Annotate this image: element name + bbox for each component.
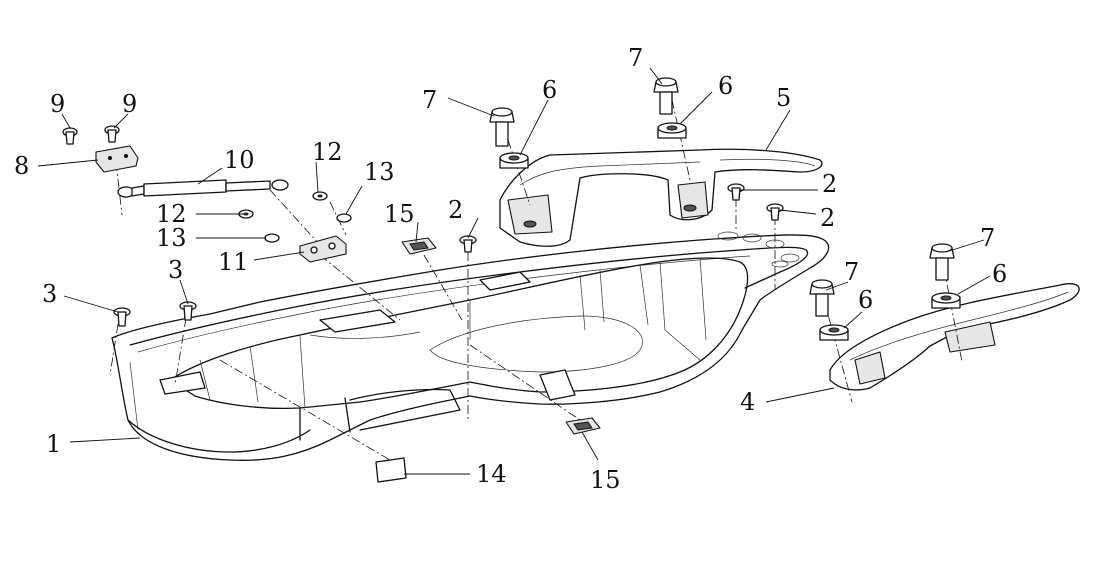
- callout-11: 11: [218, 248, 249, 276]
- screw-part-2: [459, 235, 477, 253]
- collar-part-6: [931, 292, 961, 309]
- nut-part-13: [264, 233, 280, 243]
- screw-part-3: [113, 307, 131, 327]
- callout-7: 7: [422, 86, 437, 114]
- grab-handle-part-5: [499, 148, 823, 247]
- callout-7: 7: [844, 258, 859, 286]
- screw-part-2: [727, 183, 745, 201]
- callout-5: 5: [776, 84, 791, 112]
- callout-13: 13: [156, 224, 187, 252]
- callout-14: 14: [476, 460, 507, 488]
- pad-part-14: [375, 457, 407, 483]
- screw-part-9: [104, 125, 120, 143]
- callout-15: 15: [590, 466, 621, 494]
- callout-6: 6: [542, 76, 557, 104]
- callout-13: 13: [364, 158, 395, 186]
- bolt-part-7: [489, 107, 515, 147]
- callout-6: 6: [992, 260, 1007, 288]
- bracket-plate-part-11: [299, 235, 347, 263]
- leader-lines: [37, 67, 991, 475]
- clip-part-15: [401, 237, 437, 255]
- callout-3: 3: [168, 256, 183, 284]
- callout-12: 12: [156, 200, 187, 228]
- callout-9: 9: [122, 90, 137, 118]
- callout-6: 6: [718, 72, 733, 100]
- storage-box-part-1: [111, 231, 830, 461]
- clip-part-15: [565, 417, 601, 435]
- screw-part-9: [62, 127, 78, 145]
- bracket-part-8: [95, 145, 139, 173]
- collar-part-6: [819, 324, 849, 341]
- washer-part-12: [312, 191, 328, 201]
- callout-8: 8: [14, 152, 29, 180]
- bolt-part-7: [809, 279, 835, 317]
- nut-part-13: [336, 213, 352, 223]
- callout-3: 3: [42, 280, 57, 308]
- callout-10: 10: [224, 146, 255, 174]
- callout-2: 2: [820, 204, 835, 232]
- callout-7: 7: [628, 44, 643, 72]
- callout-12: 12: [312, 138, 343, 166]
- callout-2: 2: [448, 196, 463, 224]
- callout-9: 9: [50, 90, 65, 118]
- bolt-part-7: [653, 77, 679, 115]
- callout-4: 4: [740, 388, 755, 416]
- screw-part-2: [766, 203, 784, 221]
- gas-strut-part-10: [117, 179, 289, 198]
- callout-6: 6: [858, 286, 873, 314]
- bolt-part-7: [929, 243, 955, 281]
- right-bracket-part-4: [829, 283, 1080, 391]
- callout-labels: 1 2 2 2 3 3 4 5 6 6 6 6 7 7 7 7 8 9 9 10…: [14, 44, 1007, 494]
- collar-part-6: [499, 152, 529, 169]
- screw-part-3: [179, 301, 197, 321]
- collar-part-6: [657, 122, 687, 139]
- callout-1: 1: [46, 430, 61, 458]
- callout-7: 7: [980, 224, 995, 252]
- assembly-centerlines: [109, 99, 963, 461]
- callout-2: 2: [822, 170, 837, 198]
- callout-15: 15: [384, 200, 415, 228]
